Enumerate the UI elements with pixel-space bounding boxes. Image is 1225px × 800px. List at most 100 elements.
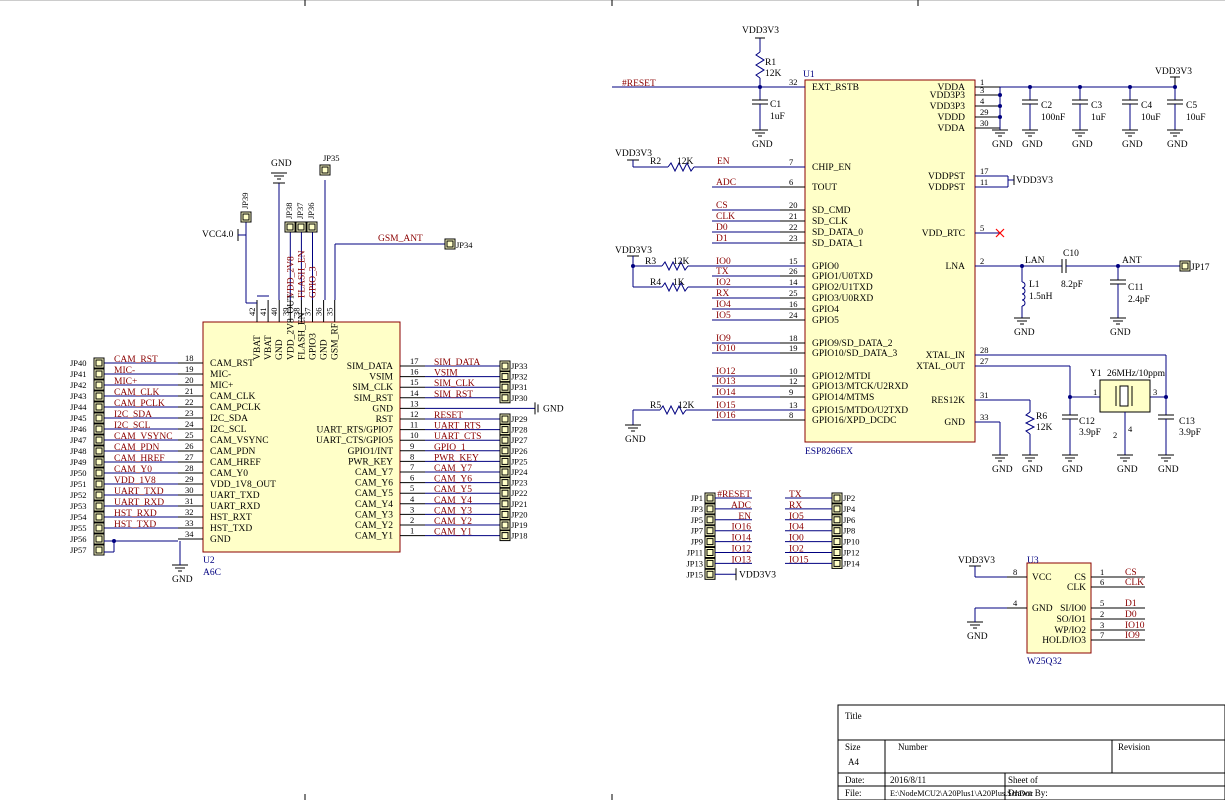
jumper-jp39[interactable] (240, 211, 252, 223)
jumper-jp49[interactable] (93, 456, 105, 468)
jumper-jp51[interactable] (93, 478, 105, 490)
jumper-jp54[interactable] (93, 511, 105, 523)
jumper-jp52[interactable] (93, 489, 105, 501)
y1-value: 26MHz/10ppm (1107, 369, 1166, 379)
svg-text:4: 4 (1128, 424, 1133, 434)
jumper-jp41[interactable] (93, 368, 105, 380)
svg-text:JP4: JP4 (843, 504, 856, 514)
jumper-jp56[interactable] (93, 533, 105, 545)
vdd3v3-right: VDD3V3 (1155, 67, 1192, 77)
jumper-jp55[interactable] (93, 522, 105, 534)
jumper-jp42[interactable] (93, 379, 105, 391)
net-label: CAM_Y4 (434, 496, 472, 506)
jumper-jp50[interactable] (93, 467, 105, 479)
pin-number: 9 (410, 441, 414, 451)
header-jp3[interactable] (704, 503, 716, 515)
jumper-jp19[interactable] (499, 519, 511, 531)
pin-number: 24 (789, 310, 798, 320)
header-jp1[interactable] (704, 492, 716, 504)
c13-value: 3.9pF (1179, 428, 1201, 438)
jumper-jp45[interactable] (93, 412, 105, 424)
header-jp13[interactable] (704, 557, 716, 569)
jumper-jp43[interactable] (93, 390, 105, 402)
header-jp12[interactable] (831, 547, 843, 558)
jumper-jp40[interactable] (93, 357, 105, 369)
jumper-jp29[interactable] (499, 413, 511, 425)
jumper-jp25[interactable] (499, 455, 511, 467)
net-label: UART_TXD (114, 487, 164, 497)
c11-ref: C11 (1128, 283, 1144, 293)
u1-esp8266[interactable]: U1 ESP8266EX 32EXT_RSTB7CHIP_EN6TOUT20SD… (780, 70, 1000, 457)
svg-text:WP/IO2: WP/IO2 (1054, 626, 1086, 636)
jumper-jp35[interactable] (319, 164, 331, 176)
pin-number: 28 (185, 463, 194, 473)
u2-a6c[interactable]: U2 A6C 18CAM_RST19MIC-20MIC+21CAM_CLK22C… (178, 232, 425, 578)
pin-name: EXT_RSTB (812, 83, 859, 93)
jumper-jp27[interactable] (499, 434, 511, 446)
jumper-jp48[interactable] (93, 445, 105, 457)
jumper-jp22[interactable] (499, 487, 511, 499)
jumper-jp47[interactable] (93, 434, 105, 446)
jumper-jp18[interactable] (499, 530, 511, 542)
pin-name: GPIO1/U0TXD (812, 272, 873, 282)
jumper-jp44[interactable] (93, 401, 105, 413)
jumper-jp33[interactable] (499, 360, 511, 372)
gnd-label: GND (1117, 465, 1138, 475)
pin-name: SD_DATA_0 (812, 228, 863, 238)
header-jp9[interactable] (704, 536, 716, 548)
net-label: VSIM (434, 369, 458, 379)
jumper-jp28[interactable] (499, 424, 511, 436)
r3-ref: R3 (645, 257, 656, 267)
c4-value: 10uF (1141, 113, 1161, 123)
jumper-jp26[interactable] (499, 445, 511, 457)
pin-name: GSM_RF (331, 323, 341, 360)
header-jp15[interactable] (704, 568, 716, 580)
jumper-jp32[interactable] (499, 371, 511, 383)
net-d0: D0 (716, 223, 728, 233)
jumper-jp30[interactable] (499, 392, 511, 404)
jumper-jp24[interactable] (499, 466, 511, 478)
jumper-jp38[interactable] (284, 221, 296, 233)
header-jp10[interactable] (831, 536, 843, 548)
jumper-jp53[interactable] (93, 500, 105, 512)
jumper-jp37[interactable] (295, 221, 307, 233)
jumper-jp21[interactable] (499, 498, 511, 510)
header-jp11[interactable] (704, 547, 716, 558)
jumper-label: JP56 (70, 534, 87, 544)
svg-text:JP5: JP5 (691, 515, 703, 525)
svg-text:SO/IO1: SO/IO1 (1056, 615, 1086, 625)
pin-number: 12 (410, 409, 419, 419)
header-jp4[interactable] (831, 503, 843, 515)
pin-number: 15 (410, 377, 419, 387)
jumper-jp57[interactable] (93, 544, 105, 556)
header-jp7[interactable] (704, 525, 716, 537)
jumper-jp36[interactable] (306, 221, 318, 233)
net-label: CAM_Y1 (434, 528, 472, 538)
header-jp5[interactable] (704, 514, 716, 526)
header-jp6[interactable] (831, 514, 843, 526)
vcc-label: VCC4.0 (202, 230, 234, 240)
u2-jumpers[interactable]: CAM_RSTJP40MIC-JP41MIC+JP42CAM_CLKJP43CA… (70, 153, 564, 565)
jumper-jp31[interactable] (499, 381, 511, 393)
pin-number: 20 (185, 375, 194, 385)
header-jp14[interactable] (831, 557, 843, 569)
pin-number: 19 (789, 343, 798, 353)
jumper-jp34[interactable] (444, 238, 456, 250)
jumper-jp20[interactable] (499, 508, 511, 520)
net-io5: IO5 (716, 311, 731, 321)
header-jp8[interactable] (831, 525, 843, 537)
header-jp2[interactable] (831, 492, 843, 504)
jumper-jp23[interactable] (499, 477, 511, 489)
jumper-jp46[interactable] (93, 423, 105, 435)
